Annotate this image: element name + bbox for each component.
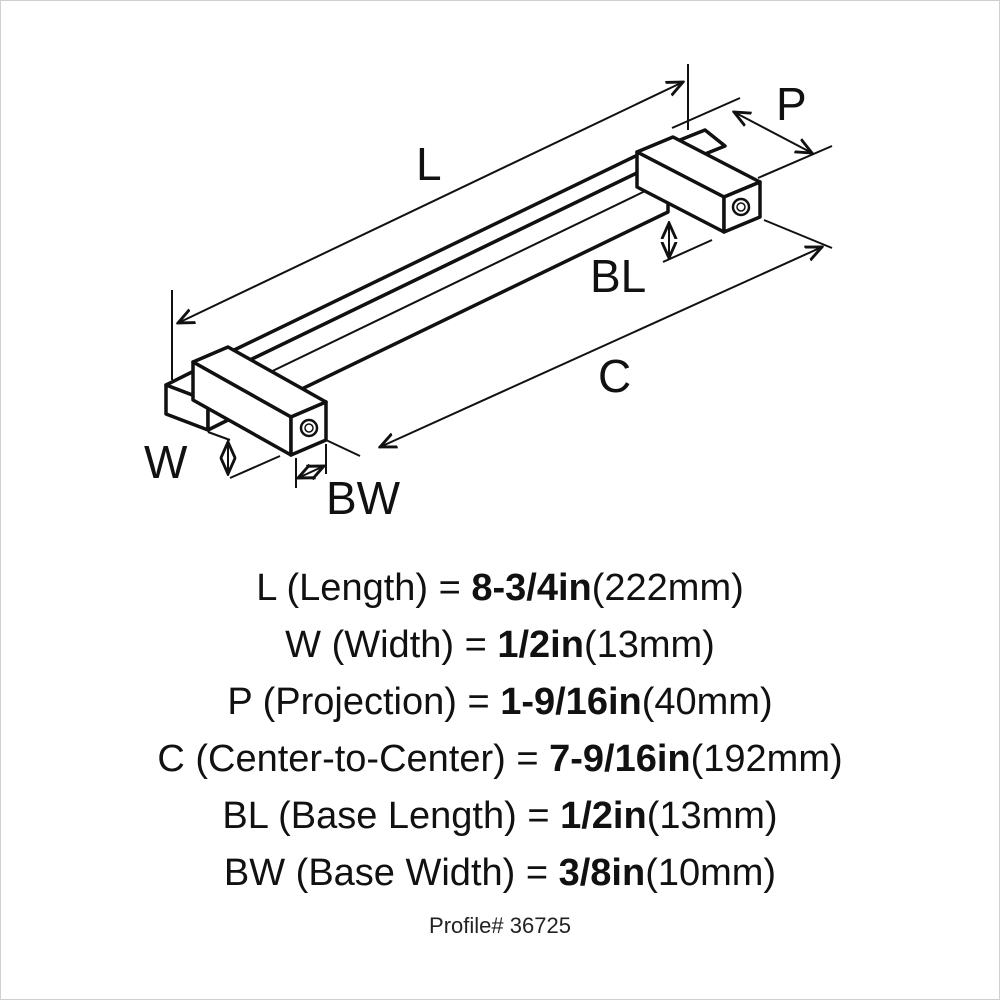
dimension-specs: L (Length) = 8-3/4in(222mm) W (Width) = … bbox=[0, 560, 1000, 902]
dimension-lines bbox=[171, 64, 833, 488]
spec-length: L (Length) = 8-3/4in(222mm) bbox=[256, 567, 744, 609]
label-l: L bbox=[416, 138, 442, 190]
profile-number: Profile# 36725 bbox=[429, 913, 571, 938]
spec-width: W (Width) = 1/2in(13mm) bbox=[285, 624, 715, 666]
label-p: P bbox=[776, 78, 807, 130]
spec-base-width: BW (Base Width) = 3/8in(10mm) bbox=[223, 852, 777, 894]
spec-base-length: BL (Base Length) = 1/2in(13mm) bbox=[222, 795, 778, 837]
spec-projection: P (Projection) = 1-9/16in(40mm) bbox=[227, 681, 773, 723]
left-post bbox=[164, 345, 328, 457]
spec-center-to-center: C (Center-to-Center) = 7-9/16in(192mm) bbox=[157, 738, 843, 780]
label-bw: BW bbox=[326, 472, 401, 524]
label-w: W bbox=[144, 436, 188, 488]
label-c: C bbox=[598, 350, 631, 402]
cabinet-pull-dimension-diagram: L P BL C W BW bbox=[144, 64, 833, 524]
label-bl: BL bbox=[590, 250, 646, 302]
